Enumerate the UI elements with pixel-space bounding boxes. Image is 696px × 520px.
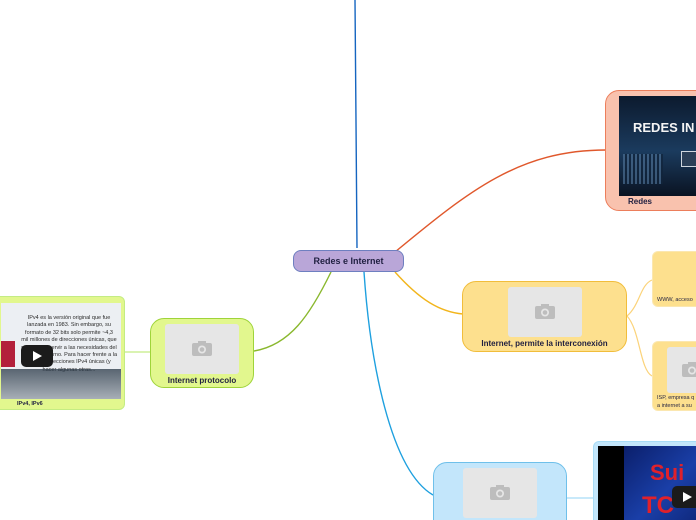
central-topic[interactable]: Redes e Internet [293, 250, 404, 272]
protocolo-image-placeholder [165, 324, 239, 374]
interconexion-image-placeholder [508, 287, 582, 337]
topic-bottom[interactable] [433, 462, 567, 520]
topic-interconexion[interactable]: Internet, permite la interconexión [462, 281, 627, 352]
line-to-bottom [363, 271, 434, 496]
ipv-dark-band [1, 369, 121, 399]
interconexion-label: Internet, permite la interconexión [481, 339, 608, 348]
tcp-title-bottom: TC [642, 492, 674, 519]
monitor-icon [681, 151, 696, 167]
isp-text-line1: ISP, empresa q [657, 395, 695, 401]
play-button-icon[interactable] [21, 345, 53, 367]
ipv-label: IPv4, IPv6 [17, 401, 43, 407]
leaf-ipv4-ipv6[interactable]: IPv4 es la versión original que fue lanz… [0, 296, 125, 410]
line-to-protocolo [253, 271, 332, 352]
isp-image-placeholder [667, 347, 696, 393]
line-to-top [354, 0, 358, 249]
tcp-video-thumbnail[interactable]: Sui TC [598, 446, 696, 520]
camera-icon [681, 361, 696, 379]
isp-text-line2: a internet a su [657, 403, 692, 409]
line-to-redes [394, 149, 607, 253]
redes-label: Redes [627, 197, 652, 206]
line-interconexion-to-isp [626, 315, 653, 377]
topic-redes[interactable]: REDES IN Redes [605, 90, 696, 211]
ipv-red-cube-icon [1, 341, 15, 367]
camera-icon [534, 303, 556, 321]
redes-image: REDES IN [619, 96, 696, 196]
line-to-interconexion [394, 271, 464, 315]
topic-internet-protocolo[interactable]: Internet protocolo [150, 318, 254, 388]
redes-image-title: REDES IN [633, 120, 695, 135]
play-button-icon[interactable] [672, 486, 696, 508]
server-rack-icon [623, 154, 663, 184]
tcp-title-top: Sui [650, 460, 685, 485]
bottom-image-placeholder [463, 468, 537, 518]
www-text: WWW, acceso [657, 297, 693, 303]
central-topic-label: Redes e Internet [313, 256, 384, 266]
leaf-isp[interactable]: ISP, empresa q a internet a su [652, 341, 696, 411]
camera-icon [489, 484, 511, 502]
ipv-video-thumbnail[interactable]: IPv4 es la versión original que fue lanz… [1, 303, 121, 399]
leaf-www[interactable]: WWW, acceso [652, 251, 696, 307]
line-interconexion-to-www [626, 279, 653, 317]
protocolo-label: Internet protocolo [167, 376, 237, 385]
camera-icon [191, 340, 213, 358]
leaf-tcp-video[interactable]: Sui TC [593, 441, 696, 520]
